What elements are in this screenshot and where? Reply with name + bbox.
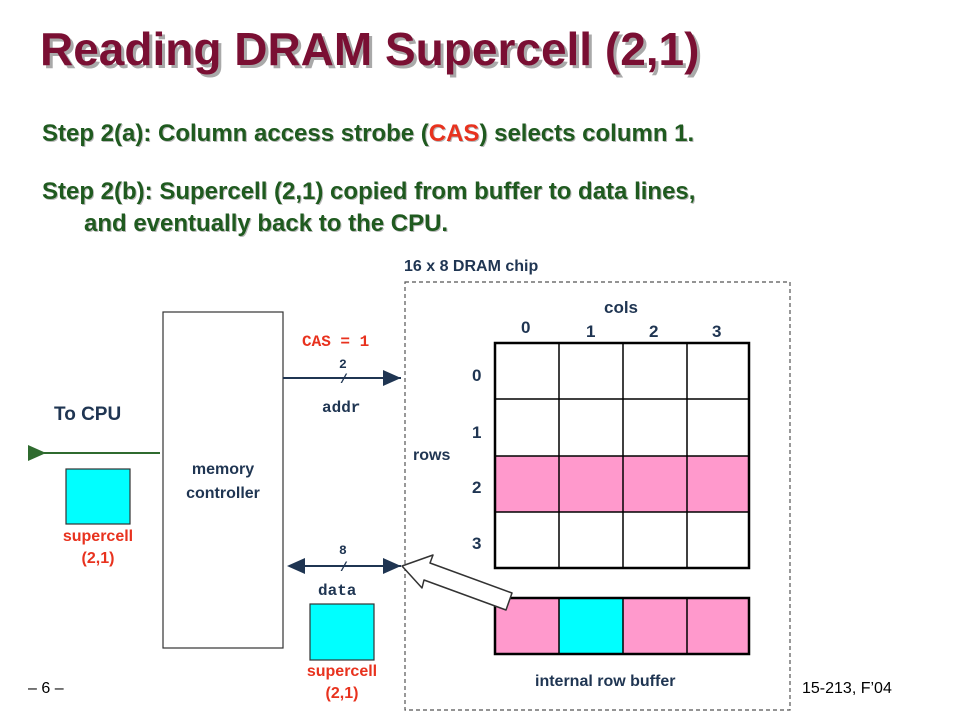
addr-width: 2: [339, 357, 347, 372]
data-slash: /: [340, 560, 348, 575]
row-index-0: 0: [472, 366, 482, 385]
chip-label: 16 x 8 DRAM chip: [404, 258, 539, 275]
row-index-2: 2: [472, 478, 482, 497]
slide-title: Reading DRAM Supercell (2,1): [40, 23, 700, 75]
supercell-bottom-label: supercell (2,1): [292, 661, 392, 705]
cols-label: cols: [604, 298, 639, 317]
memory-controller-label: memory controller: [163, 458, 283, 506]
row-buffer-label: internal row buffer: [535, 673, 676, 690]
step-2b-line2: and eventually back to the CPU.: [84, 210, 449, 237]
memory-controller-box: [162, 311, 284, 649]
addr-label: addr: [322, 399, 361, 417]
supercell-left-box: [65, 468, 131, 525]
supercell-bottom-line1: supercell: [306, 663, 378, 680]
supercell-left-label: supercell (2,1): [48, 526, 148, 570]
supercell-bottom-line2: (2,1): [325, 685, 359, 702]
internal-row-buffer: [493, 596, 751, 656]
page-number: – 6 –: [28, 680, 64, 697]
step-2b-line1: Step 2(b): Supercell (2,1) copied from b…: [42, 178, 696, 205]
col-index-0: 0: [521, 318, 531, 337]
addr-slash: /: [340, 372, 348, 387]
supercell-left-line2: (2,1): [81, 550, 115, 567]
dram-chip-boundary: [404, 281, 791, 711]
rows-label: rows: [413, 447, 451, 464]
memory-controller-line2: controller: [186, 485, 260, 502]
data-width: 8: [339, 543, 347, 558]
step-2a-suffix: ) selects column 1.: [479, 120, 695, 147]
col-index-1: 1: [586, 322, 596, 341]
data-label: data: [318, 582, 357, 600]
supercell-left-line1: supercell: [62, 528, 134, 545]
memory-controller-line1: memory: [191, 461, 255, 478]
step-2a-prefix: Step 2(a): Column access strobe (: [42, 120, 429, 147]
supercell-bottom-box: [309, 603, 375, 661]
col-index-3: 3: [712, 322, 722, 341]
buffer-to-data-arrow: [401, 554, 513, 611]
dram-array-grid: [493, 341, 751, 570]
highlighted-row: [495, 456, 749, 512]
to-cpu-label: To CPU: [54, 404, 122, 425]
col-index-2: 2: [649, 322, 659, 341]
cas-label: CAS = 1: [302, 333, 370, 351]
row-index-1: 1: [472, 423, 482, 442]
row-index-3: 3: [472, 534, 482, 553]
step-2a: Step 2(a): Column access strobe (CAS) se…: [42, 120, 694, 148]
course-code: 15-213, F’04: [802, 680, 892, 697]
step-2a-cas: CAS: [428, 120, 480, 147]
